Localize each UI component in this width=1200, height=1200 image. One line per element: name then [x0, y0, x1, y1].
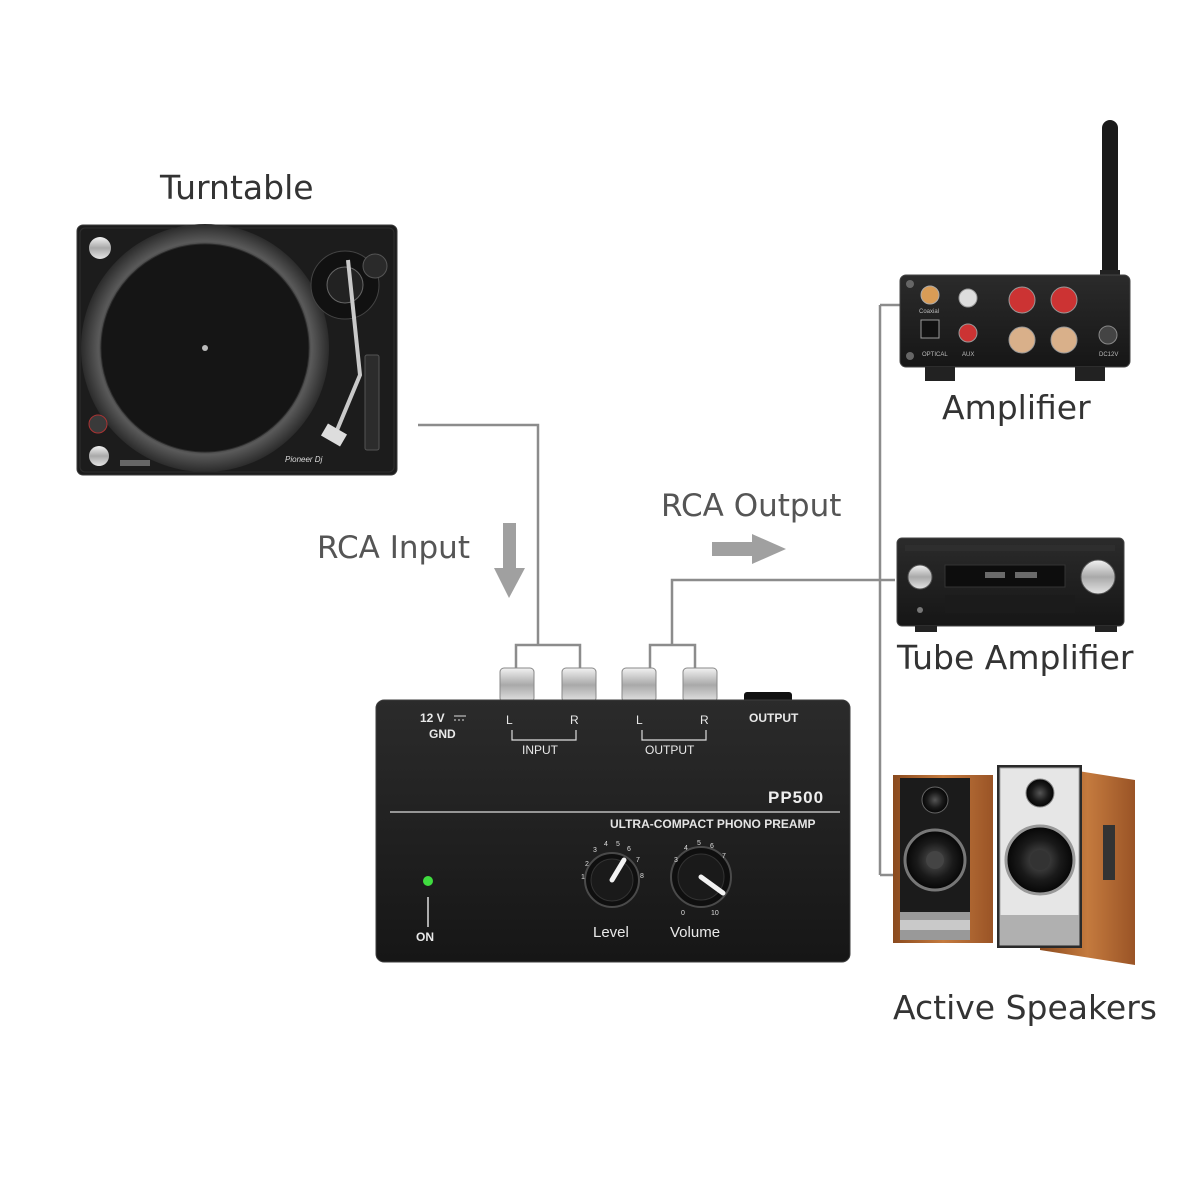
- amp-aux-label: AUX: [962, 352, 974, 358]
- tube-amp-left-knob-icon: [907, 564, 933, 590]
- svg-text:6: 6: [627, 846, 631, 853]
- model-subtitle: ULTRA-COMPACT PHONO PREAMP: [610, 817, 816, 831]
- amp-dc-label: DC12V: [1099, 352, 1118, 358]
- svg-text:7: 7: [722, 853, 726, 860]
- amp-coaxial-label: Coaxial: [919, 309, 939, 315]
- svg-text:4: 4: [684, 845, 688, 852]
- volume-knob-label: Volume: [670, 924, 720, 941]
- level-knob-label: Level: [593, 924, 629, 941]
- level-knob-icon: 234 567 8 1: [581, 841, 644, 908]
- turntable-brand: Pioneer Dj: [285, 455, 323, 464]
- turntable-label: Turntable: [160, 168, 314, 207]
- active-speakers-device: [893, 765, 1135, 965]
- output-jack-label: OUTPUT: [749, 711, 799, 725]
- svg-text:6: 6: [710, 843, 714, 850]
- volume-knob-icon: 34 5 6 7 0 10: [670, 840, 732, 917]
- svg-text:3: 3: [674, 857, 678, 864]
- tube-amplifier-label: Tube Amplifier: [897, 638, 1134, 677]
- output-group-label: OUTPUT: [645, 743, 695, 757]
- output-left-label: L: [636, 713, 643, 727]
- output-cable: [670, 578, 895, 645]
- svg-text:0: 0: [681, 910, 685, 917]
- output-cable-split: [648, 643, 697, 668]
- output-right-label: R: [700, 713, 709, 727]
- svg-text:7: 7: [636, 857, 640, 864]
- turntable-device: Pioneer Dj: [76, 224, 398, 476]
- amp-optical-label: OPTICAL: [922, 352, 948, 358]
- amplifier-label: Amplifier: [942, 388, 1091, 427]
- model-name: PP500: [768, 788, 824, 807]
- svg-text:1: 1: [581, 874, 585, 881]
- input-right-label: R: [570, 713, 579, 727]
- rca-output-label: RCA Output: [661, 488, 842, 524]
- antenna-icon: [1102, 120, 1118, 300]
- tube-amp-volume-knob-icon: [1080, 559, 1116, 595]
- input-cable: [418, 423, 540, 645]
- svg-text:5: 5: [616, 841, 620, 848]
- rca-input-label: RCA Input: [317, 530, 470, 566]
- svg-text:8: 8: [640, 873, 644, 880]
- tonearm-icon: [333, 259, 363, 436]
- power-label: 12 V: [420, 711, 445, 725]
- on-label: ON: [416, 930, 434, 944]
- tube-amplifier-device: [896, 537, 1125, 632]
- amplifier-device: OPTICAL AUX DC12V Coaxial: [899, 120, 1131, 381]
- svg-text:10: 10: [711, 910, 719, 917]
- input-cable-split: [514, 643, 582, 668]
- rca-jacks: [499, 667, 792, 704]
- svg-text:5: 5: [697, 840, 701, 847]
- rca-output-arrow: [712, 534, 786, 564]
- power-led-icon: [423, 876, 433, 886]
- preamp-device: 12 V GND L R INPUT L R OUTPUT OUTPUT PP5…: [375, 667, 851, 963]
- gnd-label: GND: [429, 727, 456, 741]
- svg-text:4: 4: [604, 841, 608, 848]
- cables: [418, 303, 905, 877]
- rca-input-arrow: [494, 523, 525, 598]
- svg-text:3: 3: [593, 847, 597, 854]
- svg-text:2: 2: [585, 861, 589, 868]
- active-speakers-label: Active Speakers: [893, 988, 1157, 1027]
- input-left-label: L: [506, 713, 513, 727]
- input-group-label: INPUT: [522, 743, 559, 757]
